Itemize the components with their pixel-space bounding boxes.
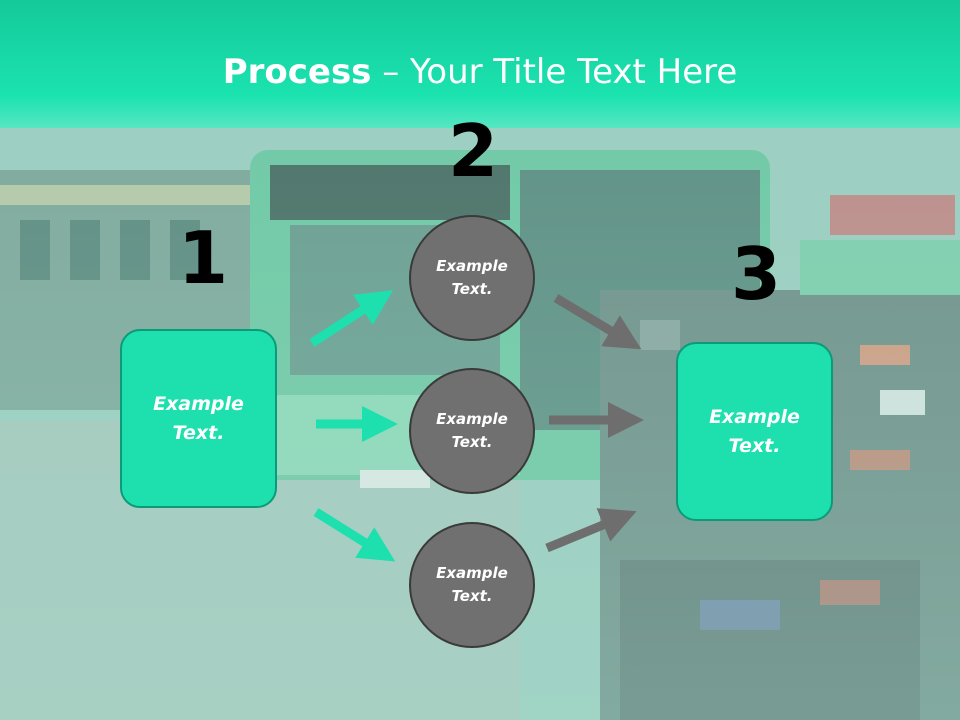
step-1-box: Example Text. bbox=[120, 329, 277, 508]
step-3-number: 3 bbox=[731, 232, 782, 316]
step-3-box: Example Text. bbox=[676, 342, 833, 521]
step-2-circle-middle: Example Text. bbox=[409, 368, 535, 494]
slide-title: Process – Your Title Text Here bbox=[0, 52, 960, 92]
slide-title-rest: – Your Title Text Here bbox=[371, 52, 738, 92]
slide-title-bold: Process bbox=[222, 52, 372, 92]
step-2-circle-top: Example Text. bbox=[409, 215, 535, 341]
step-2-number: 2 bbox=[448, 109, 499, 193]
arrow-1-to-2c bbox=[313, 508, 396, 562]
arrow-1-to-2a bbox=[309, 290, 394, 347]
step-1-number: 1 bbox=[178, 216, 229, 300]
arrow-2c-to-3 bbox=[545, 508, 637, 553]
step-2-circle-bottom: Example Text. bbox=[409, 522, 535, 648]
arrow-2a-to-3 bbox=[553, 294, 642, 350]
